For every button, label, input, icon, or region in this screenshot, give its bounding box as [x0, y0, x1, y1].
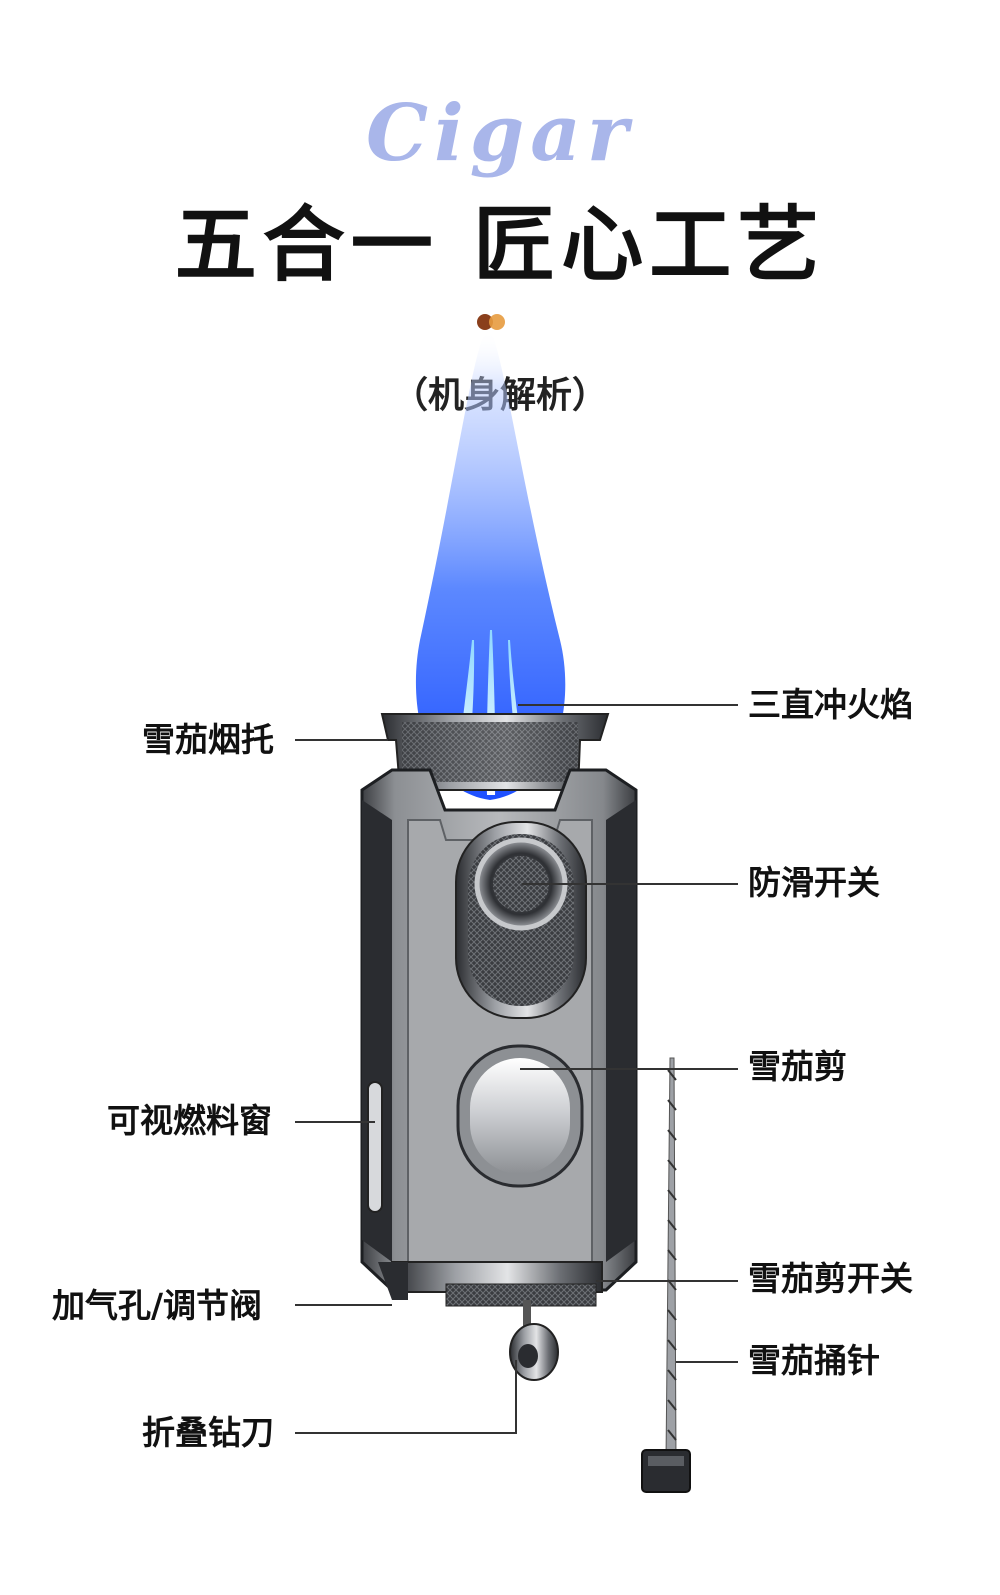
flame-glow: [415, 330, 566, 800]
label-anti-slip-switch: 防滑开关: [748, 863, 880, 902]
flame-jet-right: [508, 640, 528, 790]
cutter-switch-knurl: [445, 1283, 597, 1307]
label-triple-jet: 三直冲火焰: [748, 685, 913, 724]
leader-cigar-rest: [295, 739, 388, 741]
script-word-logo: Cigar: [366, 88, 634, 179]
fuel-window: [367, 1081, 383, 1213]
leader-anti-slip-switch: [522, 883, 738, 885]
leader-fuel-window: [295, 1121, 375, 1123]
dot-orange: [489, 314, 505, 330]
page-title: 五合一 匠心工艺: [174, 198, 826, 293]
label-cutter-switch: 雪茄剪开关: [748, 1259, 913, 1298]
drill-hole: [518, 1344, 538, 1368]
label-cigar-cutter: 雪茄剪: [748, 1047, 847, 1086]
needle-cap-highlight: [648, 1456, 684, 1466]
label-fuel-window: 可视燃料窗: [107, 1101, 272, 1140]
needle-twist: [667, 1069, 677, 1441]
leader-triple-jet: [518, 704, 738, 706]
drill-stem: [523, 1300, 531, 1334]
leader-cigar-needle: [676, 1361, 738, 1363]
label-cigar-needle: 雪茄捅针: [748, 1341, 880, 1380]
label-refill-valve: 加气孔/调节阀: [52, 1286, 263, 1325]
cutter-window: [470, 1058, 570, 1174]
leader-folding-drill-vertical: [515, 1360, 517, 1434]
label-cigar-rest: 雪茄烟托: [142, 720, 274, 759]
leader-cigar-cutter: [520, 1068, 738, 1070]
label-folding-drill: 折叠钻刀: [142, 1413, 274, 1452]
switch-center: [493, 856, 549, 912]
base: [378, 1262, 408, 1300]
leader-folding-drill: [295, 1432, 517, 1434]
leader-refill-valve: [295, 1304, 392, 1306]
leader-cutter-switch: [596, 1280, 738, 1282]
decorative-dots: [477, 314, 507, 330]
side-trim-right: [606, 800, 636, 1262]
